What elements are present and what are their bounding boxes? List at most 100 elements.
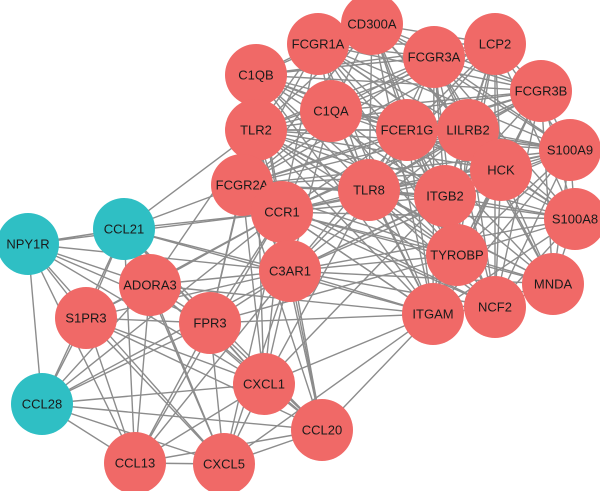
edge-s1pr3-cxcl5 (85, 317, 225, 465)
edge-fcgr3a-s100a8 (433, 56, 576, 220)
edge-npy1r-cxcl5 (27, 243, 225, 465)
node-c1qa: C1QA (300, 80, 362, 142)
node-s100a8: S100A8 (544, 188, 600, 250)
edge-ccl28-ccl20 (41, 403, 323, 431)
node-circle-cd300a (341, 0, 403, 55)
node-circle-tlr8 (338, 159, 400, 221)
node-itgb2: ITGB2 (414, 165, 476, 227)
node-circle-s100a9 (539, 119, 600, 181)
node-label-s1pr3: S1PR3 (65, 311, 106, 326)
edge-tlr2-itgam (255, 129, 434, 315)
node-label-fcgr3a: FCGR3A (408, 50, 461, 65)
edge-ccl28-fpr3 (41, 322, 211, 405)
node-label-fcer1g: FCER1G (381, 123, 434, 138)
node-ccl21: CCL21 (93, 198, 155, 260)
node-circle-ccl21 (93, 198, 155, 260)
node-label-ccl21: CCL21 (104, 222, 144, 237)
node-tlr2: TLR2 (225, 99, 287, 161)
node-label-fcgr1a: FCGR1A (292, 37, 345, 52)
node-hck: HCK (470, 139, 532, 201)
edge-ccl13-c3ar1 (134, 270, 291, 464)
node-label-c3ar1: C3AR1 (269, 264, 311, 279)
edge-s1pr3-ccl20 (85, 317, 323, 431)
node-cd300a: CD300A (341, 0, 403, 55)
node-c1qb: C1QB (225, 44, 287, 106)
node-circle-tlr2 (225, 99, 287, 161)
edge-fcgr3b-mnda (540, 90, 554, 285)
node-circle-fcer1g (376, 99, 438, 161)
node-circle-ccr1 (251, 181, 313, 243)
node-circle-npy1r (0, 213, 59, 275)
node-circle-fpr3 (179, 292, 241, 354)
edge-tlr2-itgb2 (255, 129, 446, 197)
node-label-tlr8: TLR8 (353, 183, 385, 198)
node-label-c1qa: C1QA (313, 104, 349, 119)
edge-s1pr3-cxcl1 (85, 317, 265, 385)
node-circle-tyrobp (426, 224, 488, 286)
edge-cxcl5-itgam (223, 313, 434, 465)
node-label-adora3: ADORA3 (123, 278, 176, 293)
edge-fpr3-tyrobp (209, 254, 458, 324)
node-label-fcgr3b: FCGR3B (515, 84, 568, 99)
node-circle-adora3 (119, 254, 181, 316)
edge-lcp2-s100a8 (494, 43, 576, 220)
node-label-s100a8: S100A8 (552, 212, 598, 227)
node-circle-fcgr3b (510, 60, 572, 122)
node-mnda: MNDA (522, 253, 584, 315)
edge-ccr1-mnda (281, 211, 554, 285)
node-label-ccr1: CCR1 (264, 205, 299, 220)
edge-s100a9-itgam (432, 149, 571, 315)
node-circle-cxcl5 (193, 433, 255, 491)
edge-ccl28-cxcl1 (41, 383, 265, 405)
node-fpr3: FPR3 (179, 292, 241, 354)
node-fcer1g: FCER1G (376, 99, 438, 161)
node-circle-ccl13 (104, 432, 166, 491)
node-circle-mnda (522, 253, 584, 315)
node-label-fcgr2a: FCGR2A (216, 178, 269, 193)
edge-adora3-ccl20 (149, 284, 323, 431)
edge-fpr3-itgam (209, 313, 434, 324)
node-fcgr1a: FCGR1A (287, 13, 349, 75)
node-circle-itgam (402, 283, 464, 345)
node-label-hck: HCK (487, 163, 515, 178)
node-itgam: ITGAM (402, 283, 464, 345)
node-circle-c3ar1 (259, 240, 321, 302)
edge-cd300a-s100a9 (371, 23, 571, 151)
node-label-npy1r: NPY1R (6, 237, 49, 252)
edge-s1pr3-c3ar1 (85, 270, 291, 319)
node-s1pr3: S1PR3 (55, 287, 117, 349)
node-circle-fcgr3a (403, 26, 465, 88)
node-label-tyrobp: TYROBP (430, 248, 483, 263)
node-label-cd300a: CD300A (347, 17, 396, 32)
node-label-c1qb: C1QB (238, 68, 273, 83)
node-circle-itgb2 (414, 165, 476, 227)
node-lcp2: LCP2 (464, 13, 526, 75)
node-circle-hck (470, 139, 532, 201)
edge-npy1r-ccr1 (27, 211, 283, 245)
node-npy1r: NPY1R (0, 213, 59, 275)
edge-tlr8-s100a9 (368, 149, 571, 191)
edge-s1pr3-ccr1 (85, 211, 283, 319)
edge-ccl28-c3ar1 (41, 270, 291, 405)
node-ccl28: CCL28 (11, 373, 73, 435)
node-circle-s100a8 (544, 188, 600, 250)
node-circle-c1qb (225, 44, 287, 106)
node-ncf2: NCF2 (464, 276, 526, 338)
node-label-mnda: MNDA (534, 277, 573, 292)
node-circle-ccl20 (291, 399, 353, 461)
node-adora3: ADORA3 (119, 254, 181, 316)
node-ccl13: CCL13 (104, 432, 166, 491)
edge-ccr1-ncf2 (281, 211, 496, 308)
node-fcgr3b: FCGR3B (510, 60, 572, 122)
node-tlr8: TLR8 (338, 159, 400, 221)
node-circle-c1qa (300, 80, 362, 142)
node-fcgr3a: FCGR3A (403, 26, 465, 88)
node-ccr1: CCR1 (251, 181, 313, 243)
node-label-lcp2: LCP2 (479, 37, 512, 52)
node-label-ccl28: CCL28 (22, 397, 62, 412)
node-circle-fcgr1a (287, 13, 349, 75)
edge-cxcl1-fcgr2a (241, 184, 265, 385)
node-label-ncf2: NCF2 (478, 300, 512, 315)
